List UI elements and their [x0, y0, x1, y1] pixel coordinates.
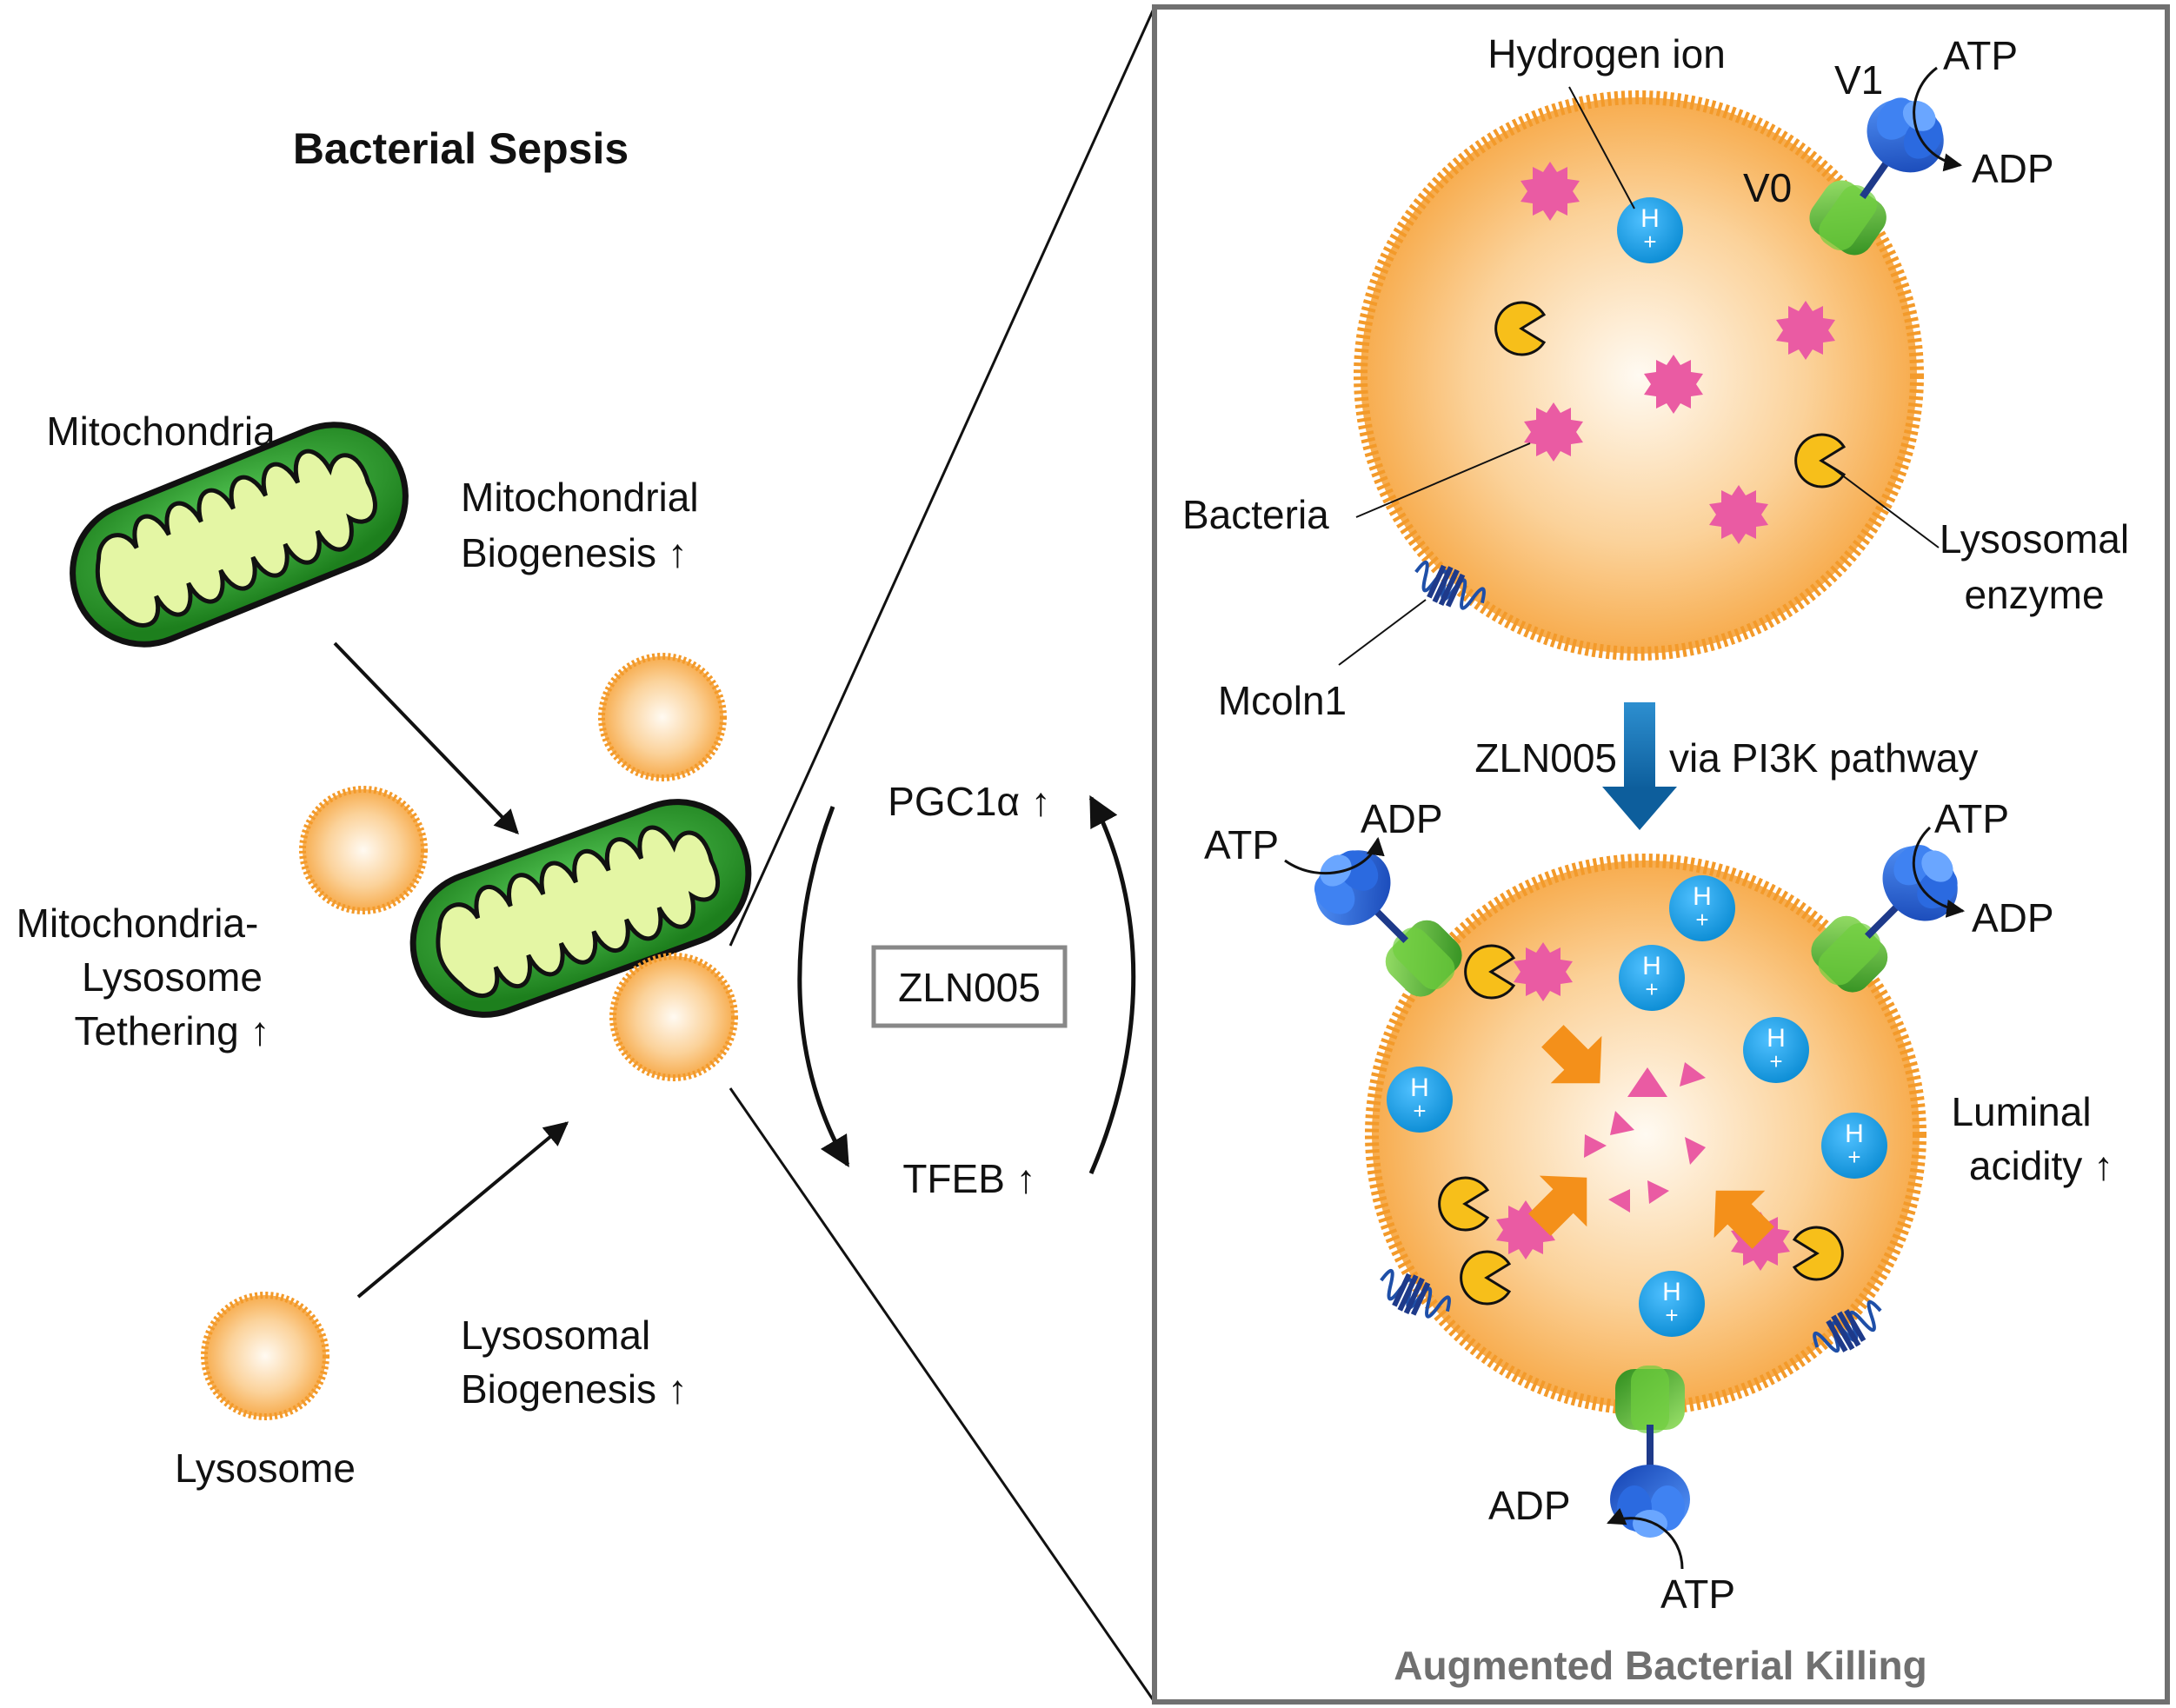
svg-text:H: H: [1693, 882, 1712, 911]
svg-text:H: H: [1410, 1073, 1429, 1102]
luminal-acidity-line1: Luminal: [1951, 1089, 2091, 1134]
atp-adp-arrow-bottom: [1607, 1507, 1684, 1570]
adp-label-top: ADP: [1972, 146, 2054, 191]
atp-adp-arrow-left: [1284, 836, 1385, 875]
right-panel-border: [1152, 4, 2170, 1705]
hydrogen-ion-icon: H+: [1387, 1067, 1453, 1133]
hydrogen-ion-icon: H+: [1619, 945, 1685, 1011]
atp-adp-arrow-top: [1913, 66, 1963, 172]
tethering-line1: Mitochondria-: [17, 901, 259, 946]
mito-biogenesis-line1: Mitochondrial: [461, 475, 699, 520]
hydrogen-ion-icon: H+: [1743, 1017, 1809, 1083]
leader-mcoln1: [1338, 599, 1427, 666]
lysosome-complex-left: [303, 789, 424, 911]
arrow-lyso-to-complex: [356, 1121, 569, 1299]
hydrogen-ion-top: H +: [1617, 197, 1683, 263]
svg-text:H: H: [1845, 1120, 1864, 1148]
mitochondria-label: Mitochondria: [46, 409, 276, 454]
zoom-line-bottom: [729, 1087, 1156, 1703]
mito-biogenesis-line2: Biogenesis ↑: [461, 530, 688, 575]
lysosome-complex-right: [613, 956, 735, 1078]
arrow-pgc1a-to-tfeb: [797, 806, 850, 1168]
lysosome-bottom: [1365, 854, 1926, 1415]
svg-text:+: +: [1413, 1098, 1426, 1124]
svg-text:+: +: [1847, 1144, 1860, 1170]
lysosome-complex-top: [602, 656, 723, 778]
lysosome-label: Lysosome: [175, 1445, 356, 1491]
adp-label-left: ADP: [1361, 796, 1443, 841]
tethering-line2: Lysosome: [82, 954, 263, 1000]
zln005-box: [871, 945, 1068, 1028]
lysosome-single: [204, 1295, 326, 1417]
bacterial-fragments: [1584, 1062, 1706, 1213]
lysosome-top: [1354, 90, 1924, 661]
adp-label-bottom: ADP: [1488, 1483, 1571, 1528]
lyso-biogenesis-line1: Lysosomal: [461, 1313, 650, 1358]
arrow-tfeb-to-pgc1a: [1088, 794, 1136, 1174]
hydrogen-ions-bottom: H+ H+ H+ H+ H+ H+: [1387, 875, 1887, 1337]
enzyme-label-line1: Lysosomal: [1940, 516, 2129, 562]
svg-text:+: +: [1769, 1048, 1782, 1074]
atp-label-left: ATP: [1204, 822, 1279, 867]
pgc1a-label: PGC1α ↑: [888, 779, 1051, 824]
atp-label-bottom: ATP: [1660, 1572, 1735, 1617]
atp-label-right: ATP: [1934, 796, 2009, 841]
svg-text:H: H: [1767, 1024, 1786, 1053]
leader-hydrogen: [1568, 86, 1635, 209]
tethering-line3: Tethering ↑: [74, 1008, 270, 1053]
orange-arrows: [1528, 1025, 1774, 1249]
mcoln1-label: Mcoln1: [1218, 678, 1347, 723]
hydrogen-ion-icon: H+: [1639, 1271, 1705, 1337]
hydrogen-ion-icon: H+: [1821, 1113, 1887, 1179]
bacteria-label: Bacteria: [1182, 492, 1329, 537]
via-pathway-label: via PI3K pathway: [1669, 735, 1978, 781]
hydrogen-ion-label: Hydrogen ion: [1487, 31, 1726, 76]
svg-text:+: +: [1665, 1302, 1678, 1328]
hydrogen-ion-icon: H+: [1669, 875, 1735, 941]
v0-label: V0: [1743, 165, 1792, 210]
bottom-title: Augmented Bacterial Killing: [1394, 1643, 1926, 1688]
svg-text:+: +: [1643, 229, 1656, 255]
leader-enzyme: [1833, 469, 1940, 548]
tfeb-label: TFEB ↑: [902, 1156, 1035, 1201]
zoom-line-top: [729, 6, 1156, 947]
svg-text:H: H: [1642, 952, 1661, 980]
atp-label-top: ATP: [1943, 33, 2018, 78]
enzyme-label-line2: enzyme: [1964, 572, 2104, 617]
svg-text:H: H: [1640, 204, 1660, 233]
vatpase-bottom: [1610, 1366, 1690, 1538]
zln005-label-right: ZLN005: [1474, 735, 1617, 781]
arrow-mito-to-complex: [333, 641, 519, 835]
svg-text:+: +: [1645, 976, 1658, 1002]
lyso-biogenesis-line2: Biogenesis ↑: [461, 1366, 688, 1412]
zln005-down-arrow: [1602, 702, 1677, 830]
luminal-acidity-line2: acidity ↑: [1969, 1143, 2113, 1188]
leader-bacteria: [1355, 442, 1531, 518]
diagram-title: Bacterial Sepsis: [293, 124, 629, 173]
adp-label-right: ADP: [1972, 895, 2054, 940]
v1-label: V1: [1834, 57, 1883, 103]
svg-text:H: H: [1662, 1278, 1681, 1306]
atp-adp-arrow-right: [1912, 826, 1966, 918]
zln005-box-label: ZLN005: [898, 965, 1041, 1010]
svg-text:+: +: [1695, 907, 1708, 933]
